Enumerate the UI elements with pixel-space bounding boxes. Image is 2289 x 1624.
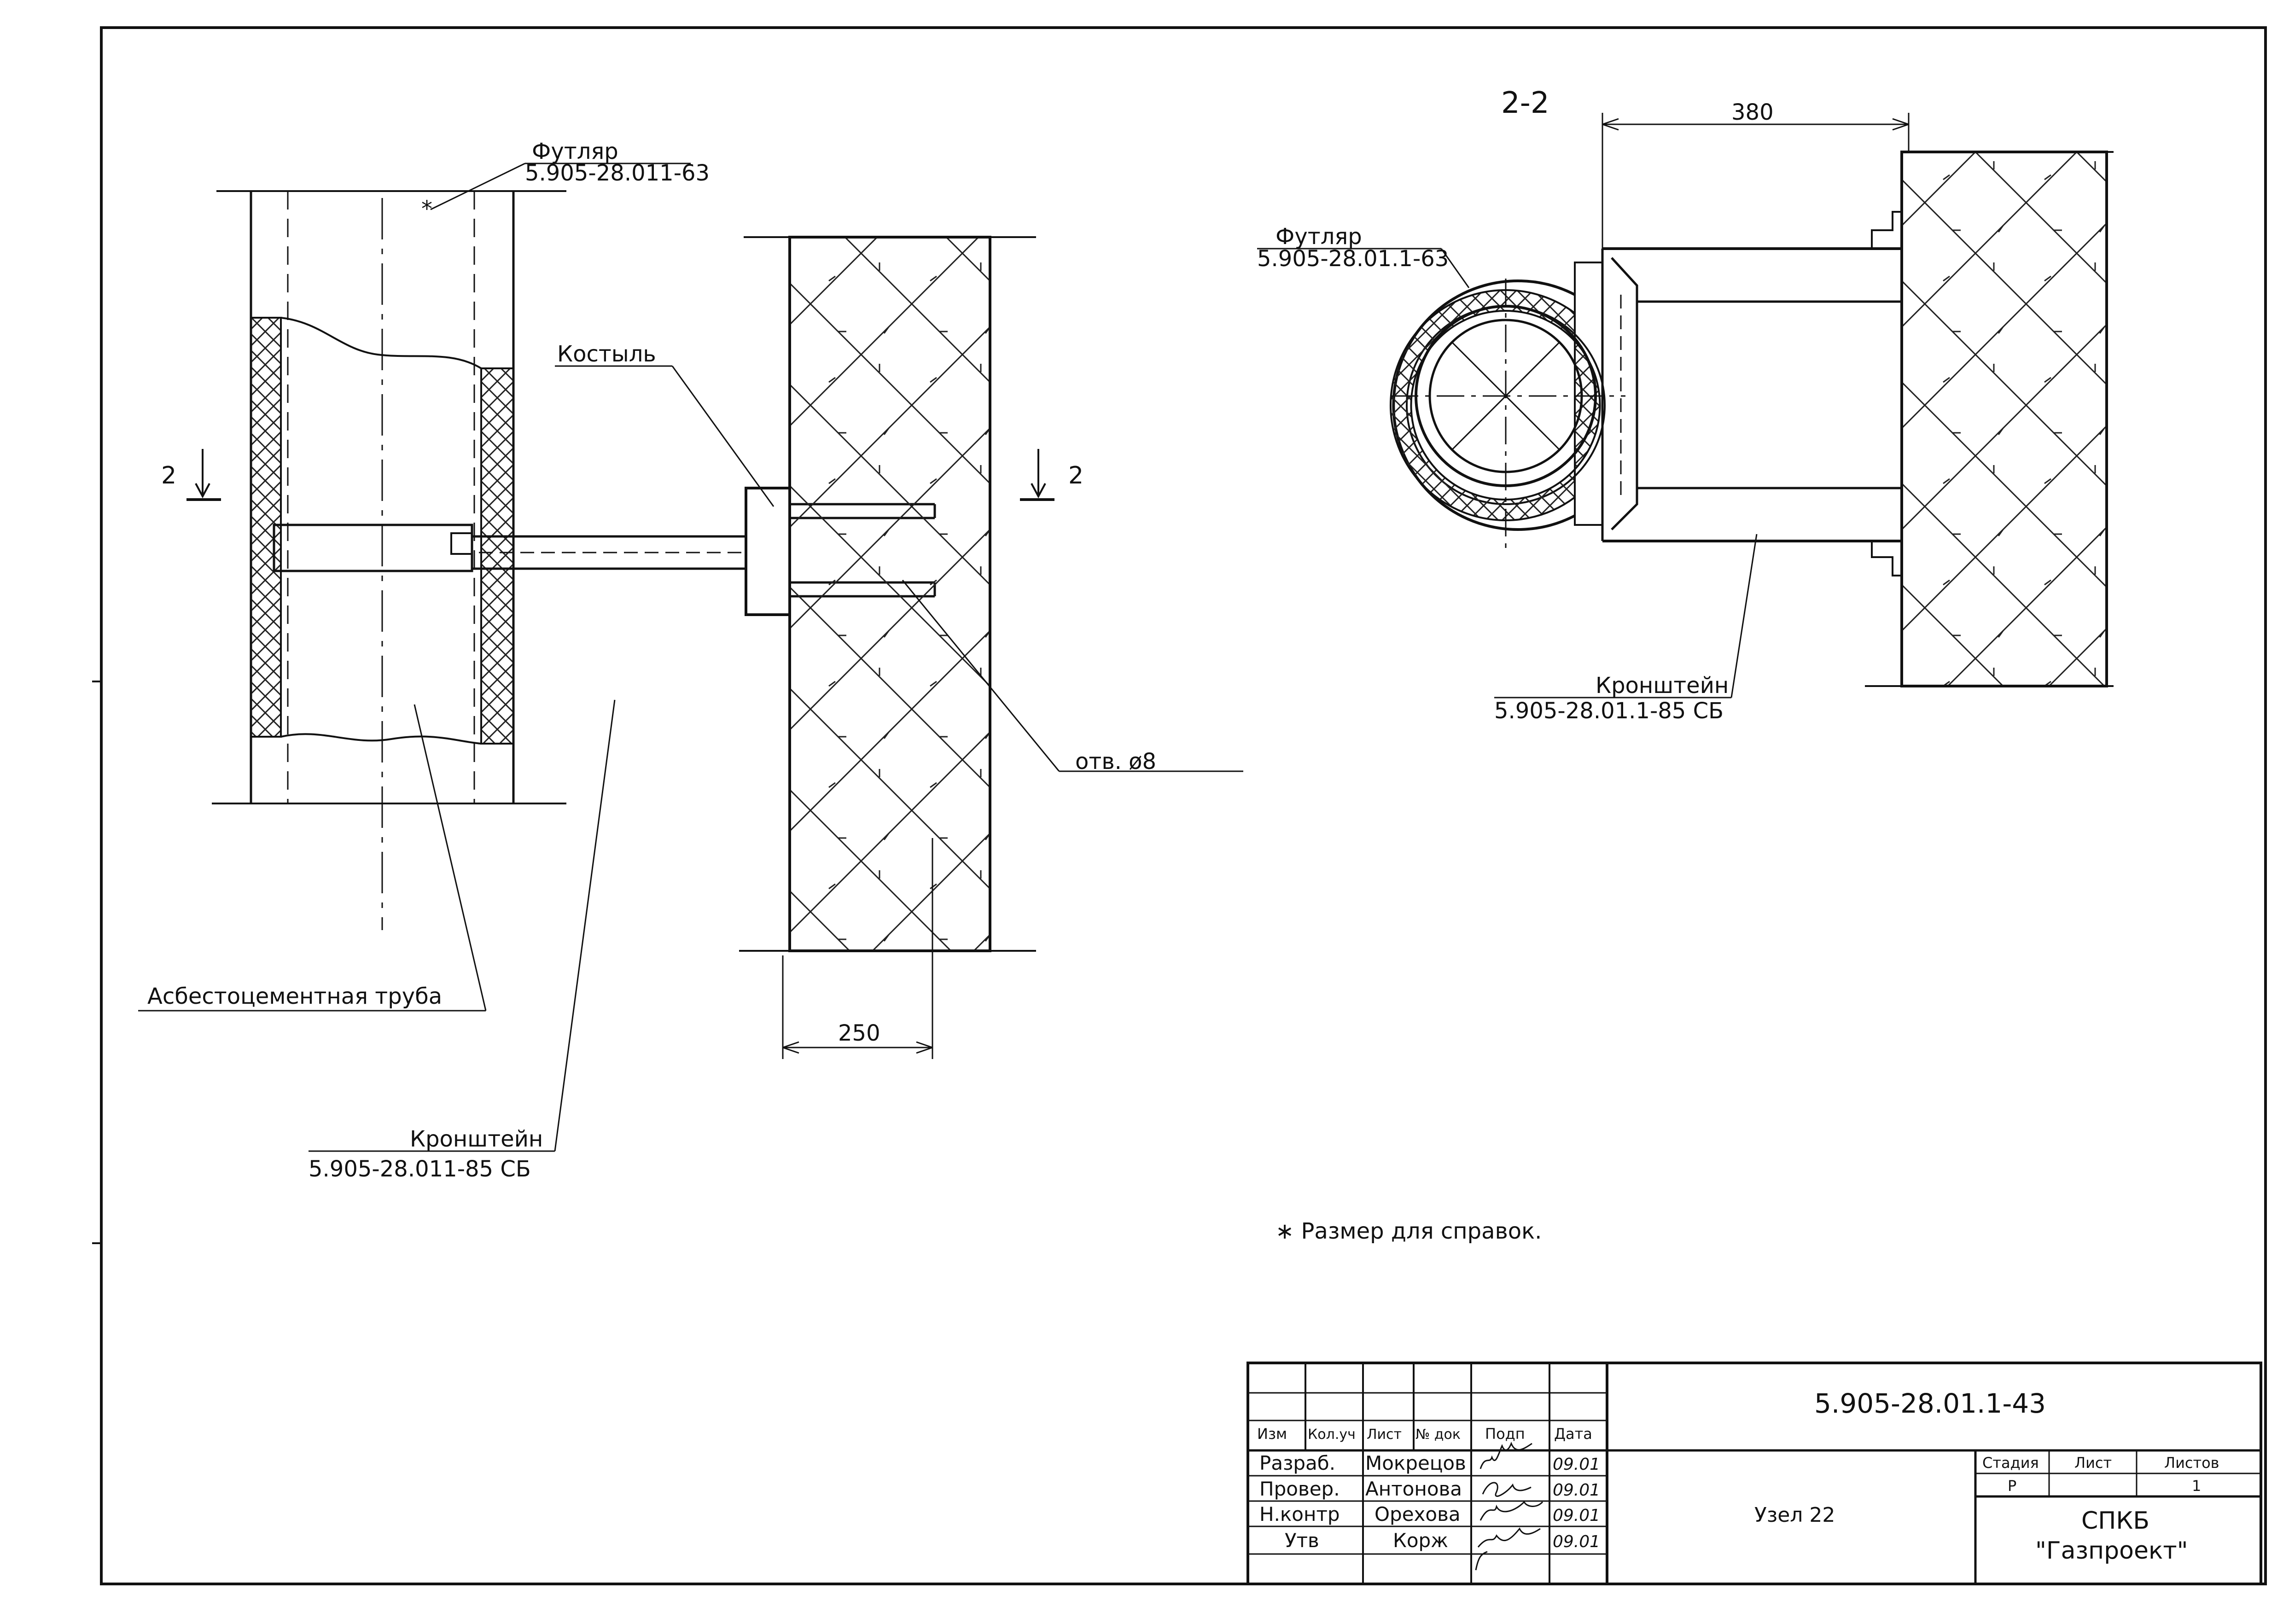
bracket-plate [745,487,791,616]
sheets-header: Листов [2164,1454,2219,1472]
signatures [1475,1441,1543,1571]
sheet-header: Лист [2074,1454,2112,1472]
row-name-2: Антонова [1365,1478,1462,1500]
kronshtein-right-name: Кронштейн [1596,673,1729,698]
row-date-4: 09.01 [1553,1532,1600,1551]
row-name-3: Орехова [1375,1503,1461,1525]
stage-header: Стадия [1982,1454,2039,1472]
insulation-right [480,367,514,745]
hdr-kol-uch: Кол.уч [1308,1426,1356,1443]
row-date-1: 09.01 [1553,1455,1600,1474]
org-line-2: "Газпроект" [2035,1537,2188,1565]
break-line-bottom [280,733,482,745]
bracket-profile [1602,247,1903,542]
bracket-bar [273,524,473,572]
view-label-left: 2 [161,462,176,489]
section-2-2-view: 2-2 380 Футляр 5.905-28.01.1 [1257,86,2114,724]
hdr-no-dok: № док [1415,1426,1461,1443]
left-labels: Футляр 5.905-28.011-63 * Костыль отв. ø8… [138,139,1243,1182]
hdr-data: Дата [1554,1425,1592,1443]
section-mark-left: 2 [161,449,221,501]
sheet-frame [92,26,2267,1585]
dimension-250: 250 [782,838,933,1059]
section-title: 2-2 [1501,86,1549,120]
kronshtein-left-name: Кронштейн [410,1126,543,1152]
futlyar-right-code: 5.905-28.01.1-63 [1257,246,1449,272]
kronshtein-right-code: 5.905-28.01.1-85 СБ [1494,698,1724,724]
insulation-left [250,317,282,738]
hdr-podp: Подп [1485,1425,1525,1443]
row-role-1: Разраб. [1259,1452,1335,1474]
doc-code: 5.905-28.01.1-43 [1814,1388,2046,1419]
org-line-1: СПКБ [2081,1507,2149,1535]
row-role-3: Н.контр [1259,1503,1340,1525]
row-role-4: Утв [1285,1529,1319,1552]
row-role-2: Провер. [1259,1478,1340,1500]
hdr-list: Лист [1367,1426,1402,1443]
view-label-right: 2 [1068,462,1083,489]
wall-right [1900,151,2108,687]
hole-label: отв. ø8 [1075,749,1156,774]
reference-asterisk: * [421,196,432,222]
title-block: Изм Кол.уч Лист № док Подп Дата Разраб. … [1246,1362,2262,1585]
stage-value: Р [2008,1477,2016,1495]
dimension-380-value: 380 [1731,99,1774,125]
section-mark-right: 2 [1020,449,1083,501]
futlyar-left-code: 5.905-28.011-63 [525,160,710,186]
node-name: Узел 22 [1754,1503,1835,1527]
sheets-value: 1 [2192,1477,2201,1495]
hdr-izm: Изм [1257,1425,1287,1443]
wall-left [788,236,991,952]
reference-note: ∗ Размер для справок. [1276,1218,1542,1244]
dimension-250-value: 250 [838,1020,880,1046]
futlyar-left-name: Футляр [532,139,618,164]
left-view [212,190,1036,952]
asbestos-pipe-label: Асбестоцементная труба [147,984,442,1009]
row-date-2: 09.01 [1553,1481,1600,1500]
row-date-3: 09.01 [1553,1506,1600,1525]
row-name-1: Мокрецов [1365,1452,1466,1474]
kostyl-label: Костыль [557,341,656,367]
kronshtein-left-code: 5.905-28.011-85 СБ [309,1156,531,1182]
futlyar-right-name: Футляр [1276,224,1362,250]
row-name-4: Корж [1393,1529,1448,1552]
break-line-top [280,317,482,369]
